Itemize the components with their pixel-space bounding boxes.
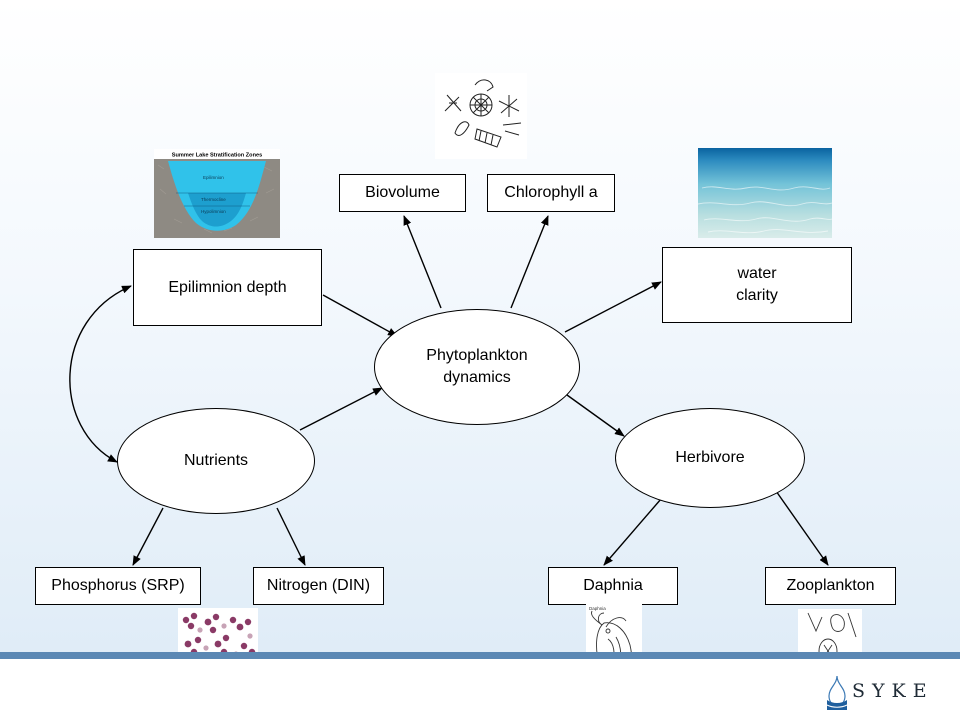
node-phosphorus: Phosphorus (SRP) — [35, 567, 201, 605]
arrow-nutrients-to-phosphorus — [132, 507, 164, 566]
node-zooplankton-label: Zooplankton — [786, 577, 875, 595]
node-biovolume: Biovolume — [339, 174, 466, 212]
node-nitrogen-label: Nitrogen (DIN) — [266, 577, 371, 595]
node-water-clarity: water clarity — [662, 247, 852, 323]
node-biovolume-label: Biovolume — [365, 184, 440, 202]
arrow-herbivore-to-zooplankton — [775, 490, 829, 566]
syke-logo-mark — [826, 676, 848, 710]
node-nutrients-label: Nutrients — [183, 451, 249, 469]
node-phytoplankton-dynamics: Phytoplankton dynamics — [374, 309, 580, 425]
node-herbivore: Herbivore — [615, 408, 805, 508]
node-water-clarity-label: water clarity — [736, 265, 778, 304]
node-phosphorus-label: Phosphorus (SRP) — [51, 577, 185, 595]
arrow-herbivore-to-daphnia — [603, 498, 662, 566]
footer-band — [0, 652, 960, 659]
stratification-title: Summer Lake Stratification Zones — [172, 153, 262, 159]
hypolimnion-zone-label: Hypolimnion — [201, 209, 226, 214]
arrow-phyto-to-herbivore — [566, 394, 625, 437]
arrow-epilimnion-to-phyto — [322, 294, 398, 337]
phytoplankton-drawing — [435, 73, 527, 159]
node-daphnia-label: Daphnia — [583, 577, 643, 595]
arrow-nutrients-to-nitrogen — [276, 507, 306, 566]
node-chlorophyll: Chlorophyll a — [487, 174, 615, 212]
node-chlorophyll-label: Chlorophyll a — [504, 184, 598, 202]
lake-stratification-image: Summer Lake Stratification Zones Epilimn… — [154, 149, 280, 238]
node-nutrients: Nutrients — [117, 408, 315, 514]
node-epilimnion-depth: Epilimnion depth — [133, 249, 322, 326]
epilimnion-zone-label: Epilimnion — [203, 175, 224, 180]
node-zooplankton: Zooplankton — [765, 567, 896, 605]
arrow-epilimnion-nutrients-feedback — [69, 285, 132, 463]
node-herbivore-label: Herbivore — [675, 448, 745, 466]
arrow-phyto-to-clarity — [564, 281, 662, 333]
node-phytoplankton-label: Phytoplankton dynamics — [426, 346, 528, 386]
arrow-phyto-to-chlorophyll — [510, 215, 549, 309]
arrow-nutrients-to-phyto — [299, 387, 383, 431]
thermocline-zone-label: Thermocline — [201, 197, 226, 202]
daphnia-drawing-caption: Daphnia — [589, 606, 606, 611]
syke-logo-text: SYKE — [852, 680, 934, 702]
arrow-phyto-to-biovolume — [403, 215, 442, 309]
footer-area — [0, 659, 960, 720]
node-epilimnion-depth-label: Epilimnion depth — [168, 278, 287, 296]
node-nitrogen: Nitrogen (DIN) — [253, 567, 384, 605]
node-daphnia: Daphnia — [548, 567, 678, 605]
water-clarity-photo — [698, 148, 832, 238]
